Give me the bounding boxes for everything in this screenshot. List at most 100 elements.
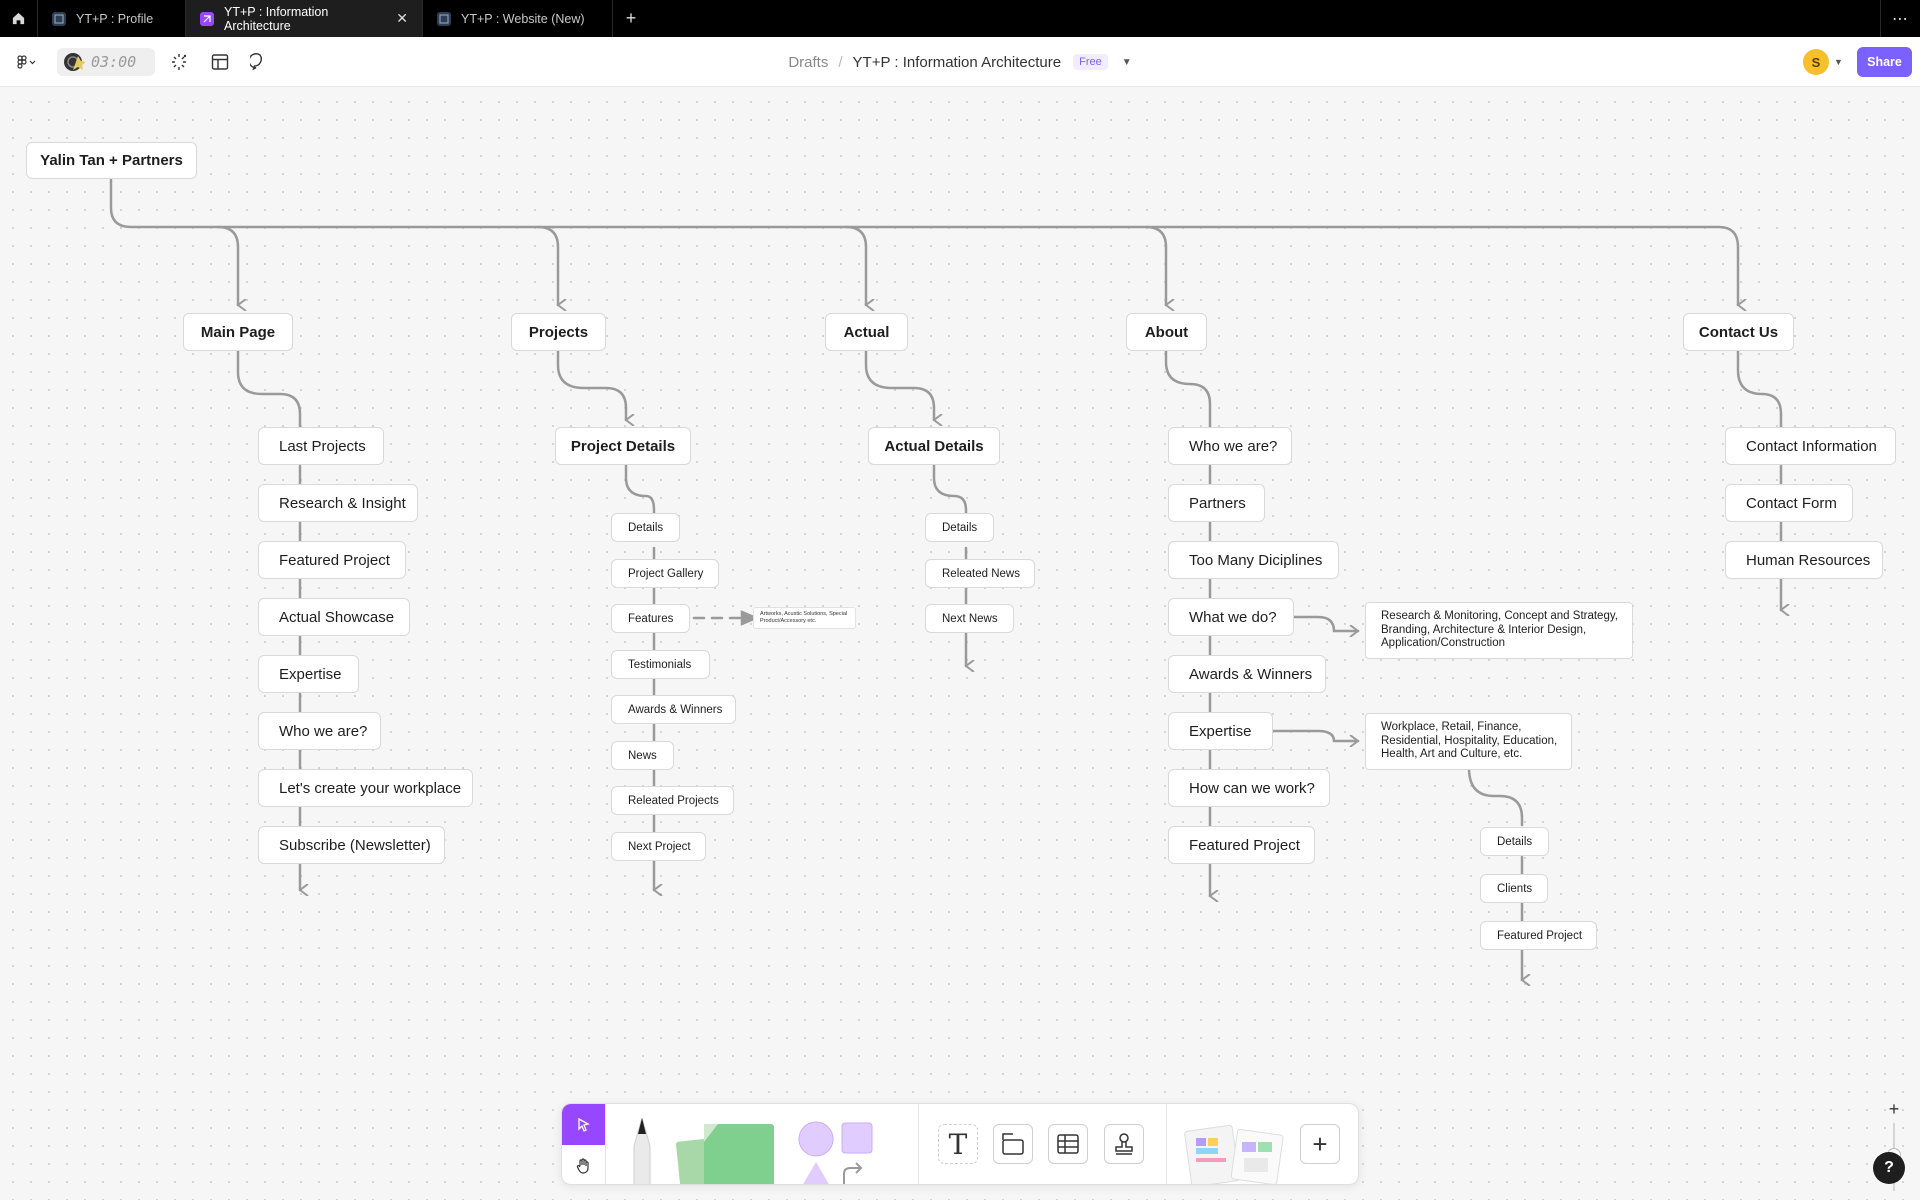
node-main-item[interactable]: Research & Insight — [258, 484, 418, 522]
plus-icon: + — [626, 8, 637, 29]
text-tool-button[interactable]: T — [938, 1124, 978, 1164]
move-tool-button[interactable] — [562, 1104, 605, 1145]
node-actual-details[interactable]: Actual Details — [868, 427, 1000, 465]
node-project-item[interactable]: Features — [611, 604, 690, 633]
node-project-item[interactable]: Project Gallery — [611, 559, 719, 588]
sparkle-icon — [170, 52, 190, 72]
cursor-icon — [576, 1117, 592, 1133]
tab-website-new[interactable]: YT+P : Website (New) — [423, 0, 613, 37]
node-actual-item[interactable]: Next News — [925, 604, 1014, 633]
node-expertise-item[interactable]: Details — [1480, 827, 1549, 856]
node-main-item[interactable]: Actual Showcase — [258, 598, 410, 636]
home-icon — [11, 11, 26, 26]
what-we-do-note[interactable]: Research & Monitoring, Concept and Strat… — [1365, 602, 1633, 659]
tab-label: YT+P : Website (New) — [461, 12, 585, 26]
zoom-in-button[interactable]: + — [1882, 1097, 1906, 1121]
avatar[interactable]: S — [1803, 49, 1829, 75]
breadcrumb: Drafts / YT+P : Information Architecture… — [0, 37, 1920, 87]
node-about-item[interactable]: What we do? — [1168, 598, 1294, 636]
tab-label: YT+P : Information Architecture — [224, 5, 382, 33]
templates-button[interactable] — [208, 37, 232, 87]
share-button[interactable]: Share — [1857, 47, 1912, 77]
node-projects[interactable]: Projects — [511, 313, 606, 351]
expertise-note[interactable]: Workplace, Retail, Finance, Residential,… — [1365, 713, 1572, 770]
comments-button[interactable] — [248, 37, 272, 87]
marker-icon — [624, 1118, 660, 1185]
breadcrumb-drafts[interactable]: Drafts — [788, 54, 828, 71]
help-button[interactable]: ? — [1873, 1152, 1905, 1184]
node-about-item[interactable]: Who we are? — [1168, 427, 1292, 465]
node-main-item[interactable]: Subscribe (Newsletter) — [258, 826, 445, 864]
tab-profile[interactable]: YT+P : Profile — [38, 0, 186, 37]
node-main-item[interactable]: Let's create your workplace — [258, 769, 473, 807]
node-about-item[interactable]: How can we work? — [1168, 769, 1330, 807]
node-actual[interactable]: Actual — [825, 313, 908, 351]
node-project-details[interactable]: Project Details — [555, 427, 691, 465]
templates-widget-button[interactable] — [1182, 1118, 1292, 1185]
node-contact-item[interactable]: Contact Information — [1725, 427, 1896, 465]
features-note[interactable]: Artworks, Acustic Solutions, Special Pro… — [753, 607, 856, 629]
node-about-item[interactable]: Featured Project — [1168, 826, 1315, 864]
file-name[interactable]: YT+P : Information Architecture — [853, 54, 1062, 71]
chevron-down-icon[interactable]: ▼ — [1122, 57, 1132, 68]
node-main-item[interactable]: Last Projects — [258, 427, 384, 465]
node-root[interactable]: Yalin Tan + Partners — [26, 142, 197, 179]
node-about-item[interactable]: Expertise — [1168, 712, 1273, 750]
text-icon: T — [949, 1128, 968, 1161]
node-about-item[interactable]: Partners — [1168, 484, 1265, 522]
dock-divider — [605, 1104, 606, 1185]
zoom-out-button[interactable]: − — [1882, 1193, 1906, 1200]
creation-dock: T + — [561, 1103, 1359, 1185]
hand-tool-button[interactable] — [562, 1145, 605, 1185]
node-project-item[interactable]: Next Project — [611, 832, 706, 861]
dock-divider — [1166, 1104, 1167, 1185]
timer-widget[interactable]: 03:00 — [57, 48, 155, 76]
node-about-item[interactable]: Too Many Diciplines — [1168, 541, 1339, 579]
figma-logo-icon — [16, 54, 38, 70]
plan-badge[interactable]: Free — [1073, 54, 1108, 70]
shapes-icon — [794, 1118, 874, 1185]
node-expertise-item[interactable]: Featured Project — [1480, 921, 1597, 950]
node-main-item[interactable]: Featured Project — [258, 541, 406, 579]
shape-tool-button[interactable] — [794, 1118, 874, 1185]
marker-tool-button[interactable] — [622, 1118, 662, 1185]
node-project-item[interactable]: Awards & Winners — [611, 695, 736, 724]
node-contact-item[interactable]: Human Resources — [1725, 541, 1883, 579]
zoom-controls: + − — [1882, 1097, 1906, 1200]
file-icon — [52, 12, 66, 26]
more-options-button[interactable]: ⋯ — [1880, 0, 1920, 37]
main-menu-button[interactable] — [12, 37, 42, 87]
node-actual-item[interactable]: Details — [925, 513, 994, 542]
node-main-item[interactable]: Expertise — [258, 655, 359, 693]
home-button[interactable] — [0, 0, 38, 37]
node-actual-item[interactable]: Releated News — [925, 559, 1035, 588]
canvas[interactable]: Yalin Tan + Partners Main Page Projects … — [0, 87, 1920, 1200]
node-about[interactable]: About — [1126, 313, 1207, 351]
node-about-item[interactable]: Awards & Winners — [1168, 655, 1326, 693]
stamp-icon — [1111, 1131, 1137, 1157]
dock-divider — [918, 1104, 919, 1185]
more-dots-icon: ⋯ — [1892, 9, 1909, 29]
tab-information-architecture[interactable]: YT+P : Information Architecture ✕ — [186, 0, 423, 37]
table-tool-button[interactable] — [1048, 1124, 1088, 1164]
node-main-item[interactable]: Who we are? — [258, 712, 381, 750]
chevron-down-icon[interactable]: ▼ — [1834, 37, 1843, 87]
plus-icon: + — [1889, 1099, 1900, 1120]
node-project-item[interactable]: Testimonials — [611, 650, 710, 679]
node-contact-item[interactable]: Contact Form — [1725, 484, 1853, 522]
more-tools-button[interactable]: + — [1300, 1124, 1340, 1164]
layout-icon — [210, 52, 230, 72]
node-project-item[interactable]: Releated Projects — [611, 786, 734, 815]
section-tool-button[interactable] — [993, 1124, 1033, 1164]
node-expertise-item[interactable]: Clients — [1480, 874, 1548, 903]
node-project-item[interactable]: News — [611, 741, 674, 770]
close-tab-icon[interactable]: ✕ — [396, 10, 408, 27]
new-tab-button[interactable]: + — [613, 0, 649, 37]
stamp-tool-button[interactable] — [1104, 1124, 1144, 1164]
ai-actions-button[interactable] — [168, 37, 192, 87]
node-contact-us[interactable]: Contact Us — [1683, 313, 1794, 351]
tab-bar: YT+P : Profile YT+P : Information Archit… — [0, 0, 1920, 37]
node-project-item[interactable]: Details — [611, 513, 680, 542]
node-main-page[interactable]: Main Page — [183, 313, 293, 351]
sticky-note-tool-button[interactable] — [674, 1122, 786, 1185]
